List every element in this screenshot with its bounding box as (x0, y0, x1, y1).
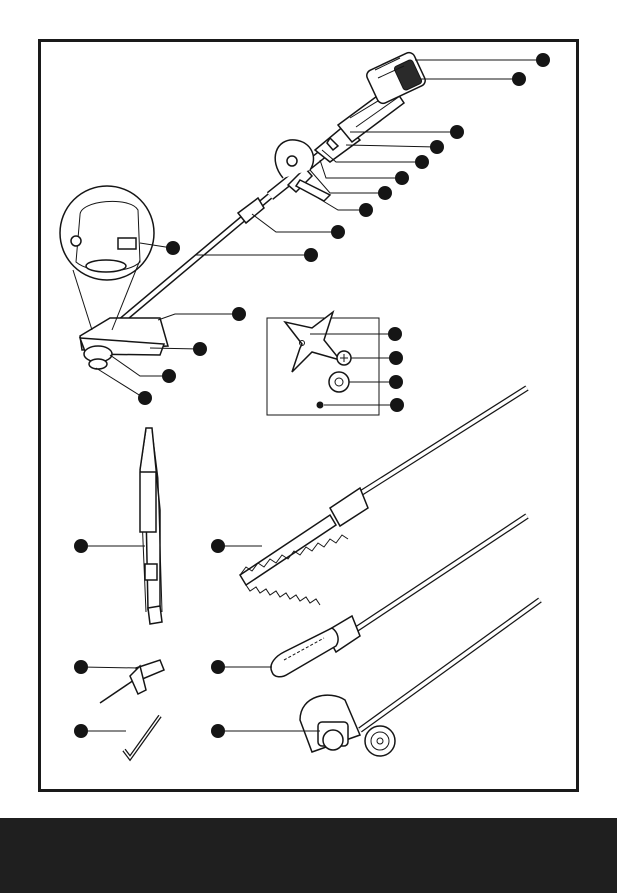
callout-shoulder-strap (74, 539, 88, 553)
shoulder-strap-illustration (140, 428, 162, 624)
hedge-gearbox (330, 488, 368, 526)
bump-knob-part (89, 359, 107, 369)
callout-front-handle-knob (415, 155, 429, 169)
callout-edger-attachment (211, 724, 225, 738)
callout-shaft (304, 248, 318, 262)
callout-shaft-coupler (331, 225, 345, 239)
hedge-blade (240, 515, 336, 585)
callout-blade-flange (389, 375, 403, 389)
callout-lock-off-button (450, 125, 464, 139)
blade-flange-part (329, 372, 349, 392)
strap-pad (140, 472, 156, 532)
callout-spool-cover (193, 342, 207, 356)
callout-guard (232, 307, 246, 321)
callout-auxiliary-handle (359, 203, 373, 217)
blade-kit-illustration (285, 312, 351, 409)
edger-illustration (300, 600, 540, 756)
callout-socket-wrench (74, 660, 88, 674)
saw-bar (271, 628, 338, 677)
callout-blade (388, 327, 402, 341)
blade-nut-part (317, 402, 324, 409)
hex-key-illustration (124, 716, 160, 758)
hedge-trimmer-illustration (240, 388, 527, 605)
auxiliary-handle-part (296, 180, 330, 201)
callout-pole-saw-attachment (211, 660, 225, 674)
callout-spool-head (162, 369, 176, 383)
callout-hex-key (74, 724, 88, 738)
callout-blade-washer (389, 351, 403, 365)
callout-front-handle (395, 171, 409, 185)
callout-battery-release (512, 72, 526, 86)
callout-blade-nut (390, 398, 404, 412)
callout-hedge-trimmer-attachment (211, 539, 225, 553)
callout-bump-knob (138, 391, 152, 405)
edger-wheel (365, 726, 395, 756)
callout-line-cut-indicator (166, 241, 180, 255)
socket-wrench-illustration (100, 660, 164, 703)
callout-handle-mount (378, 186, 392, 200)
callout-battery-pack (536, 53, 550, 67)
front-handle-knob-part (287, 156, 297, 166)
detail-indicator (118, 238, 136, 249)
callout-trigger (430, 140, 444, 154)
blade-part (285, 312, 340, 372)
